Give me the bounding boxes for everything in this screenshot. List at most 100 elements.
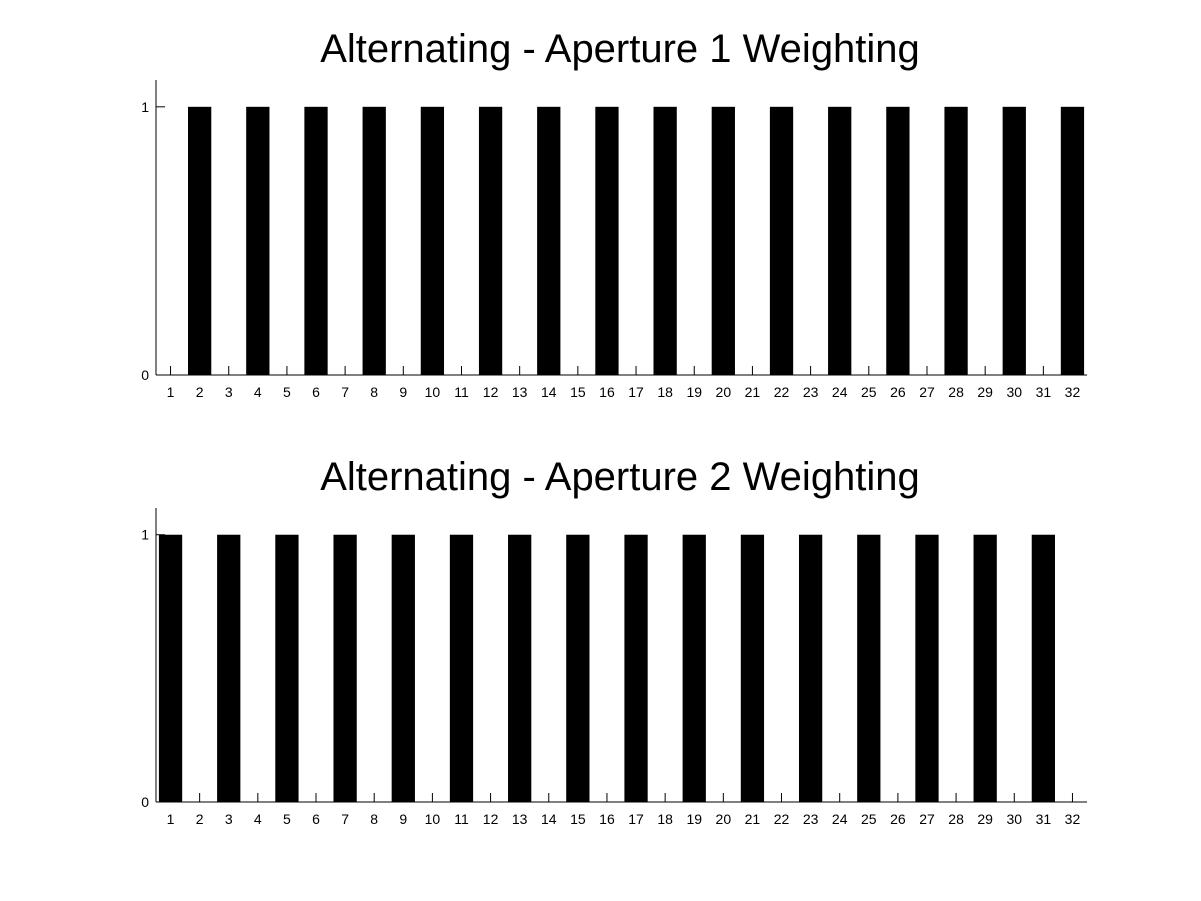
bottom-bar-29 bbox=[973, 534, 997, 802]
top-x-tick-label-14: 14 bbox=[541, 384, 557, 400]
top-bar-2 bbox=[188, 106, 212, 376]
top-bar-20 bbox=[711, 106, 735, 376]
top-x-tick-label-32: 32 bbox=[1065, 384, 1081, 400]
bottom-x-tick-label-21: 21 bbox=[745, 811, 761, 827]
top-x-tick-label-5: 5 bbox=[283, 384, 291, 400]
bottom-x-tick-label-1: 1 bbox=[167, 811, 175, 827]
top-x-tick-label-9: 9 bbox=[399, 384, 407, 400]
top-x-tick-label-29: 29 bbox=[977, 384, 993, 400]
bottom-bar-5 bbox=[275, 534, 299, 802]
top-bar-12 bbox=[478, 106, 503, 376]
top-bar-30 bbox=[1002, 106, 1026, 376]
top-x-tick-label-12: 12 bbox=[483, 384, 499, 400]
bottom-x-tick-label-26: 26 bbox=[890, 811, 906, 827]
top-x-tick-label-7: 7 bbox=[341, 384, 349, 400]
top-x-tick-label-13: 13 bbox=[512, 384, 528, 400]
top-x-tick-label-1: 1 bbox=[167, 384, 175, 400]
bottom-x-tick-label-4: 4 bbox=[254, 811, 262, 827]
bottom-x-tick-label-22: 22 bbox=[774, 811, 790, 827]
top-x-tick-label-28: 28 bbox=[948, 384, 964, 400]
bottom-bar-21 bbox=[740, 534, 765, 802]
top-bar-16 bbox=[595, 106, 619, 376]
top-x-tick-label-21: 21 bbox=[745, 384, 761, 400]
bottom-x-tick-label-27: 27 bbox=[919, 811, 935, 827]
top-x-tick-label-3: 3 bbox=[225, 384, 233, 400]
top-x-tick-label-31: 31 bbox=[1036, 384, 1052, 400]
bottom-x-tick-label-23: 23 bbox=[803, 811, 819, 827]
top-y-tick-label-0: 0 bbox=[141, 367, 149, 383]
bottom-x-tick-label-20: 20 bbox=[716, 811, 732, 827]
top-bar-8 bbox=[362, 106, 386, 376]
top-bar-26 bbox=[886, 106, 910, 376]
bottom-x-tick-label-9: 9 bbox=[399, 811, 407, 827]
top-x-tick-label-23: 23 bbox=[803, 384, 819, 400]
bottom-x-tick-label-6: 6 bbox=[312, 811, 320, 827]
bottom-x-tick-label-31: 31 bbox=[1036, 811, 1052, 827]
bottom-bar-31 bbox=[1031, 534, 1055, 802]
bottom-bar-23 bbox=[798, 534, 823, 802]
top-bar-28 bbox=[944, 106, 968, 376]
top-bar-18 bbox=[653, 106, 677, 376]
bottom-bar-3 bbox=[217, 534, 241, 802]
bottom-x-tick-label-24: 24 bbox=[832, 811, 848, 827]
top-x-tick-label-20: 20 bbox=[716, 384, 732, 400]
bottom-x-tick-label-2: 2 bbox=[196, 811, 204, 827]
top-x-tick-label-22: 22 bbox=[774, 384, 790, 400]
bottom-x-tick-label-30: 30 bbox=[1006, 811, 1022, 827]
top-bar-10 bbox=[420, 106, 445, 376]
bottom-bar-9 bbox=[391, 534, 415, 802]
bottom-x-tick-label-18: 18 bbox=[657, 811, 673, 827]
bottom-x-tick-label-7: 7 bbox=[341, 811, 349, 827]
top-bar-32 bbox=[1060, 106, 1085, 376]
bottom-x-tick-label-14: 14 bbox=[541, 811, 557, 827]
bottom-chart-title: Alternating - Aperture 2 Weighting bbox=[320, 455, 920, 499]
bottom-y-tick-label-0: 0 bbox=[141, 794, 149, 810]
top-x-tick-label-24: 24 bbox=[832, 384, 848, 400]
bottom-x-tick-label-13: 13 bbox=[512, 811, 528, 827]
top-bar-6 bbox=[304, 106, 328, 376]
bottom-bar-15 bbox=[566, 534, 590, 802]
top-chart-title: Alternating - Aperture 1 Weighting bbox=[320, 27, 920, 71]
bottom-x-tick-label-29: 29 bbox=[977, 811, 993, 827]
top-x-tick-label-10: 10 bbox=[425, 384, 441, 400]
top-x-tick-label-8: 8 bbox=[370, 384, 378, 400]
bottom-x-tick-label-5: 5 bbox=[283, 811, 291, 827]
bottom-x-tick-label-28: 28 bbox=[948, 811, 964, 827]
bottom-bar-19 bbox=[682, 534, 706, 802]
bottom-x-tick-label-3: 3 bbox=[225, 811, 233, 827]
bottom-x-tick-label-8: 8 bbox=[370, 811, 378, 827]
bottom-x-tick-label-11: 11 bbox=[454, 811, 469, 827]
top-x-tick-label-4: 4 bbox=[254, 384, 262, 400]
bottom-x-tick-label-19: 19 bbox=[686, 811, 702, 827]
bottom-bar-27 bbox=[915, 534, 939, 802]
top-x-tick-label-19: 19 bbox=[686, 384, 702, 400]
top-y-tick-label-1: 1 bbox=[141, 99, 149, 115]
top-x-tick-label-27: 27 bbox=[919, 384, 935, 400]
top-x-tick-label-16: 16 bbox=[599, 384, 615, 400]
bottom-bar-11 bbox=[449, 534, 474, 802]
top-bar-14 bbox=[537, 106, 561, 376]
top-x-tick-label-11: 11 bbox=[454, 384, 469, 400]
bottom-x-tick-label-25: 25 bbox=[861, 811, 877, 827]
bottom-x-tick-label-16: 16 bbox=[599, 811, 615, 827]
top-x-tick-label-18: 18 bbox=[657, 384, 673, 400]
top-bar-22 bbox=[769, 106, 794, 376]
top-bar-4 bbox=[246, 106, 270, 376]
bottom-bar-17 bbox=[624, 534, 648, 802]
top-x-tick-label-25: 25 bbox=[861, 384, 877, 400]
bottom-bar-7 bbox=[333, 534, 357, 802]
top-x-tick-label-30: 30 bbox=[1006, 384, 1022, 400]
bottom-x-tick-label-10: 10 bbox=[425, 811, 441, 827]
top-x-tick-label-17: 17 bbox=[628, 384, 644, 400]
bottom-bar-13 bbox=[508, 534, 532, 802]
top-x-tick-label-26: 26 bbox=[890, 384, 906, 400]
top-bar-24 bbox=[828, 106, 852, 376]
bottom-x-tick-label-32: 32 bbox=[1065, 811, 1081, 827]
top-x-tick-label-6: 6 bbox=[312, 384, 320, 400]
top-x-tick-label-2: 2 bbox=[196, 384, 204, 400]
bottom-x-tick-label-17: 17 bbox=[628, 811, 644, 827]
bottom-x-tick-label-12: 12 bbox=[483, 811, 499, 827]
bottom-y-tick-label-1: 1 bbox=[141, 527, 149, 543]
